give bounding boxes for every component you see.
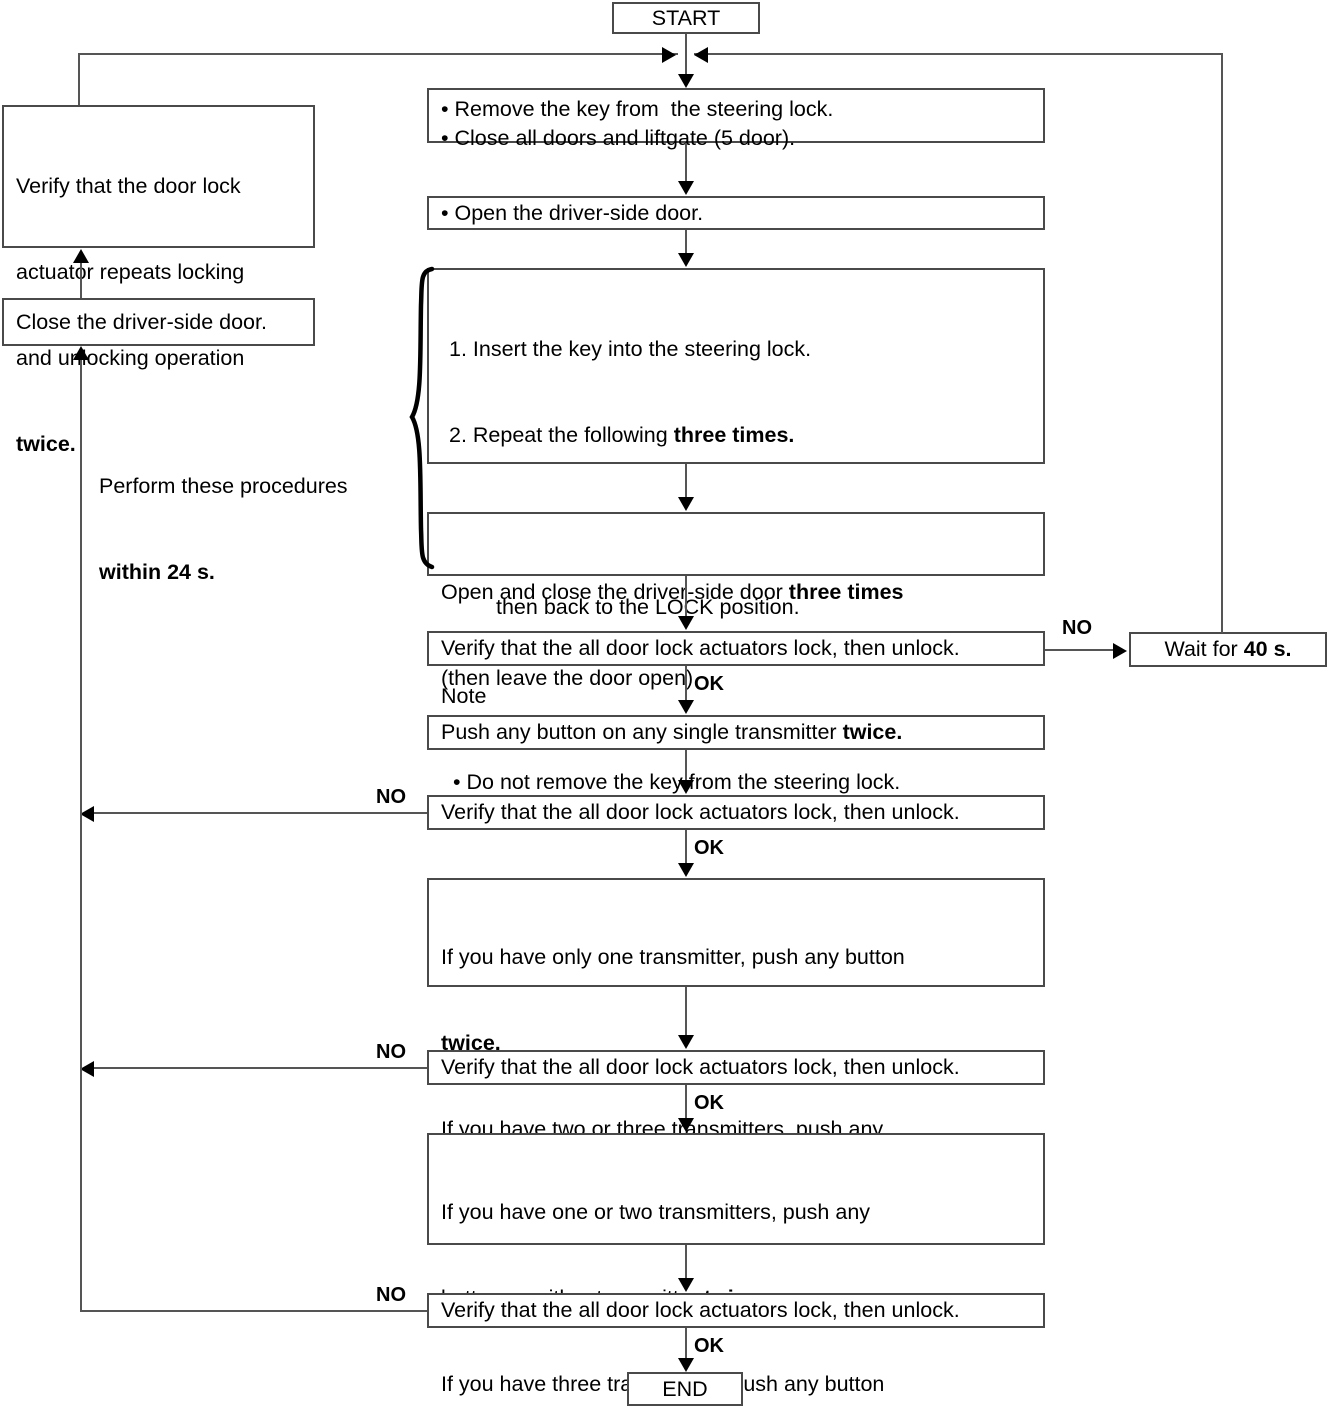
- edge-start-to-junction: [685, 34, 687, 54]
- node-verify-3[interactable]: Verify that the all door lock actuators …: [427, 1050, 1045, 1085]
- node-wait-40s-a: Wait for: [1164, 637, 1244, 662]
- arrow-into-push-other: [678, 863, 694, 877]
- label-ok-verify4: OK: [694, 1335, 724, 1357]
- edge-push-single-to-verify2: [685, 750, 687, 780]
- edge-open-door-to-insert-key: [685, 230, 687, 254]
- arrow-left-return-into-junction: [662, 47, 676, 63]
- node-push-single-bold: twice.: [842, 720, 903, 745]
- node-verify-2[interactable]: Verify that the all door lock actuators …: [427, 795, 1045, 830]
- arrow-into-push-single: [678, 700, 694, 714]
- arrow-into-open-door: [678, 181, 694, 195]
- edge-left-rail-vertical: [80, 360, 82, 1311]
- node-verify-1[interactable]: Verify that the all door lock actuators …: [427, 631, 1045, 666]
- edge-verify1-to-push-single: [685, 666, 687, 700]
- edge-verify4-to-end: [685, 1328, 687, 1358]
- label-no-verify1: NO: [1062, 617, 1092, 639]
- node-close-door-label: Close the driver-side door.: [16, 309, 267, 334]
- node-verify-3-label: Verify that the all door lock actuators …: [441, 1055, 960, 1080]
- node-insert-key-line1: 1. Insert the key into the steering lock…: [449, 337, 812, 362]
- node-start-label: START: [651, 5, 721, 30]
- edge-remove-key-to-open-door: [685, 143, 687, 181]
- node-wait-40s[interactable]: Wait for 40 s.: [1129, 632, 1327, 667]
- node-push-last-line1: If you have one or two transmitters, pus…: [441, 1200, 871, 1225]
- arrow-into-verify-repeats: [73, 249, 89, 263]
- arrow-into-end: [678, 1358, 694, 1372]
- arrow-into-insert-key: [678, 253, 694, 267]
- node-remove-key-label: • Remove the key from the steering lock.…: [441, 97, 834, 150]
- node-open-close-a: Open and close the driver-side door: [441, 580, 789, 605]
- node-verify-repeats[interactable]: Verify that the door lock actuator repea…: [2, 105, 315, 456]
- node-verify-4[interactable]: Verify that the all door lock actuators …: [427, 1293, 1045, 1328]
- node-end[interactable]: END: [627, 1372, 743, 1406]
- node-insert-key[interactable]: 1. Insert the key into the steering lock…: [427, 268, 1045, 794]
- edge-verify2-to-push-other: [685, 830, 687, 863]
- arrow-into-push-last: [678, 1118, 694, 1132]
- edge-wait-to-right-return: [1221, 53, 1223, 633]
- edge-verify1-no-to-wait: [1045, 649, 1115, 651]
- node-push-single[interactable]: Push any button on any single transmitte…: [427, 715, 1045, 750]
- arrow-into-wait-40s: [1113, 643, 1127, 659]
- node-insert-key-line2-a: 2. Repeat the following: [449, 422, 674, 447]
- node-push-other[interactable]: If you have only one transmitter, push a…: [427, 878, 1045, 1227]
- edge-push-last-to-verify4: [685, 1245, 687, 1278]
- node-verify-2-label: Verify that the all door lock actuators …: [441, 800, 960, 825]
- arrow-verify3-no-left: [80, 1061, 94, 1077]
- arrow-verify2-no-left: [80, 806, 94, 822]
- arrow-into-verify3: [678, 1035, 694, 1049]
- label-no-verify4: NO: [376, 1284, 406, 1306]
- node-verify-4-label: Verify that the all door lock actuators …: [441, 1298, 960, 1323]
- node-start[interactable]: START: [612, 2, 760, 34]
- arrow-into-verify1: [678, 616, 694, 630]
- arrow-into-verify4: [678, 1278, 694, 1292]
- edge-junction-to-remove-key: [685, 54, 687, 76]
- edge-insert-key-to-open-close: [685, 464, 687, 498]
- label-no-verify2: NO: [376, 786, 406, 808]
- arrow-right-return-into-junction: [694, 47, 708, 63]
- label-ok-verify2: OK: [694, 837, 724, 859]
- edge-open-close-to-verify1: [685, 576, 687, 616]
- node-push-other-line1: If you have only one transmitter, push a…: [441, 945, 905, 970]
- edge-close-door-to-verify-repeats: [80, 262, 82, 298]
- edge-right-return-horizontal: [694, 53, 1222, 55]
- grouping-brace: [409, 266, 435, 570]
- node-push-last[interactable]: If you have one or two transmitters, pus…: [427, 1133, 1045, 1396]
- edge-verify3-no-to-left-rail: [94, 1067, 427, 1069]
- caption-perform-within-line1: Perform these procedures: [99, 474, 348, 499]
- node-open-close-door[interactable]: Open and close the driver-side door thre…: [427, 512, 1045, 690]
- arrow-into-remove-key: [678, 74, 694, 88]
- edge-verify2-no-to-left-rail: [94, 812, 427, 814]
- node-wait-40s-bold: 40 s.: [1243, 637, 1292, 662]
- node-insert-key-line2-bold: three times.: [673, 422, 795, 447]
- node-insert-key-line4: then back to the LOCK position.: [496, 594, 800, 619]
- node-verify-1-label: Verify that the all door lock actuators …: [441, 636, 960, 661]
- edge-left-return-horizontal: [78, 53, 678, 55]
- node-open-door[interactable]: • Open the driver-side door.: [427, 196, 1045, 230]
- edge-push-other-to-verify3: [685, 987, 687, 1035]
- label-no-verify3: NO: [376, 1041, 406, 1063]
- node-open-close-c: (then leave the door open).: [441, 665, 700, 690]
- label-ok-verify3: OK: [694, 1092, 724, 1114]
- arrow-into-verify2: [678, 780, 694, 794]
- edge-verify3-to-push-last: [685, 1085, 687, 1118]
- label-ok-verify1: OK: [694, 673, 724, 695]
- edge-verify-repeats-to-top: [78, 53, 80, 105]
- node-open-door-label: • Open the driver-side door.: [441, 200, 704, 225]
- caption-perform-within-line2: within 24 s.: [99, 559, 215, 584]
- node-verify-repeats-line1: Verify that the door lock: [16, 174, 241, 199]
- node-verify-repeats-line4: twice.: [16, 431, 76, 456]
- node-verify-repeats-line2: actuator repeats locking: [16, 259, 245, 284]
- node-insert-key-note-title: Note: [441, 684, 487, 709]
- node-end-label: END: [662, 1376, 708, 1401]
- arrow-into-open-close: [678, 497, 694, 511]
- arrow-left-rail-into-close-door: [73, 346, 89, 360]
- node-open-close-bold: three times: [788, 580, 904, 605]
- node-verify-repeats-line3: and unlocking operation: [16, 345, 245, 370]
- edge-verify4-no-to-left-rail: [80, 1310, 427, 1312]
- node-remove-key[interactable]: • Remove the key from the steering lock.…: [427, 88, 1045, 150]
- node-push-single-a: Push any button on any single transmitte…: [441, 720, 843, 745]
- caption-perform-within: Perform these procedures within 24 s.: [99, 415, 399, 644]
- node-insert-key-note-line: • Do not remove the key from the steerin…: [453, 770, 901, 795]
- node-close-door[interactable]: Close the driver-side door.: [2, 298, 315, 346]
